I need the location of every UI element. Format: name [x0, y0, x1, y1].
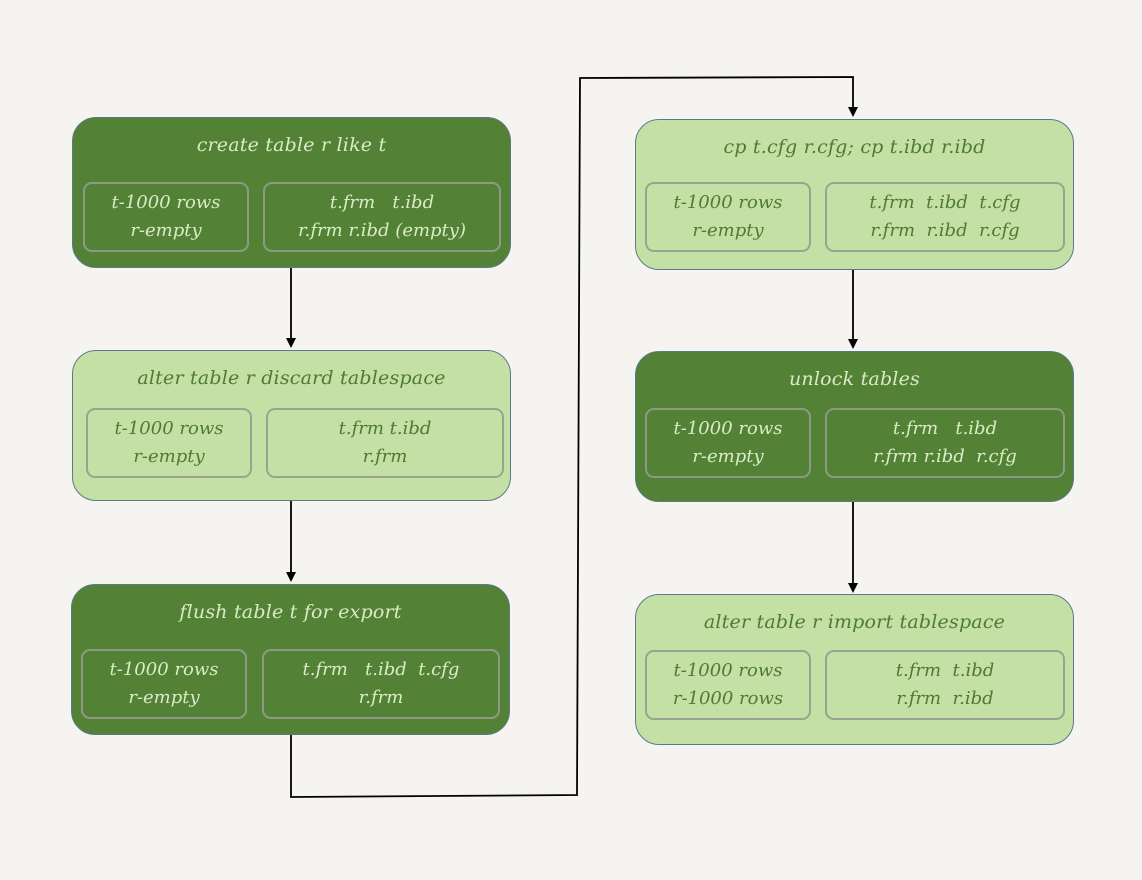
files-panel: t.frm t.ibd t.cfg r.frm: [262, 649, 500, 719]
step-title: unlock tables: [789, 368, 920, 390]
rows-r: r-empty: [692, 220, 764, 241]
step-title: cp t.cfg r.cfg; cp t.ibd r.ibd: [723, 136, 986, 158]
files-r: r.frm r.ibd: [896, 688, 994, 709]
rows-r: r-empty: [692, 446, 764, 467]
rows-panel: t-1000 rows r-empty: [645, 408, 811, 478]
step-unlock-tables: unlock tables t-1000 rows r-empty t.frm …: [635, 351, 1074, 502]
rows-t: t-1000 rows: [673, 418, 783, 439]
step-title: flush table t for export: [179, 601, 402, 623]
rows-r: r-empty: [133, 446, 205, 467]
files-r: r.frm r.ibd r.cfg: [870, 220, 1020, 241]
step-title: alter table r import tablespace: [703, 611, 1006, 633]
arrow-flush-to-copy: [290, 76, 858, 798]
rows-panel: t-1000 rows r-empty: [81, 649, 247, 719]
files-panel: t.frm t.ibd r.frm r.ibd r.cfg: [825, 408, 1065, 478]
rows-panel: t-1000 rows r-empty: [645, 182, 811, 252]
rows-panel: t-1000 rows r-empty: [83, 182, 249, 252]
files-panel: t.frm t.ibd r.frm: [266, 408, 504, 478]
files-t: t.frm t.ibd: [892, 418, 998, 439]
files-panel: t.frm t.ibd r.frm r.ibd (empty): [263, 182, 501, 252]
step-discard-tablespace: alter table r discard tablespace t-1000 …: [72, 350, 511, 501]
rows-t: t-1000 rows: [114, 418, 224, 439]
rows-t: t-1000 rows: [673, 660, 783, 681]
files-panel: t.frm t.ibd r.frm r.ibd: [825, 650, 1065, 720]
step-copy-files: cp t.cfg r.cfg; cp t.ibd r.ibd t-1000 ro…: [635, 119, 1074, 270]
files-r: r.frm r.ibd r.cfg: [873, 446, 1017, 467]
step-import-tablespace: alter table r import tablespace t-1000 r…: [635, 594, 1074, 745]
rows-t: t-1000 rows: [673, 192, 783, 213]
files-t: t.frm t.ibd t.cfg: [869, 192, 1021, 213]
rows-panel: t-1000 rows r-1000 rows: [645, 650, 811, 720]
rows-r: r-empty: [128, 687, 200, 708]
step-title: create table r like t: [196, 134, 387, 156]
files-t: t.frm t.ibd: [895, 660, 995, 681]
files-t: t.frm t.ibd t.cfg: [302, 659, 460, 680]
rows-t: t-1000 rows: [111, 192, 221, 213]
step-title: alter table r discard tablespace: [137, 367, 446, 389]
rows-r: r-empty: [130, 220, 202, 241]
files-panel: t.frm t.ibd t.cfg r.frm r.ibd r.cfg: [825, 182, 1065, 252]
files-r: r.frm: [362, 446, 408, 467]
rows-r: r-1000 rows: [672, 688, 784, 709]
files-r: r.frm r.ibd (empty): [298, 220, 466, 241]
rows-t: t-1000 rows: [109, 659, 219, 680]
files-t: t.frm t.ibd: [338, 418, 432, 439]
files-r: r.frm: [358, 687, 404, 708]
step-create-table: create table r like t t-1000 rows r-empt…: [72, 117, 511, 268]
files-t: t.frm t.ibd: [329, 192, 435, 213]
step-flush-table: flush table t for export t-1000 rows r-e…: [71, 584, 510, 735]
rows-panel: t-1000 rows r-empty: [86, 408, 252, 478]
